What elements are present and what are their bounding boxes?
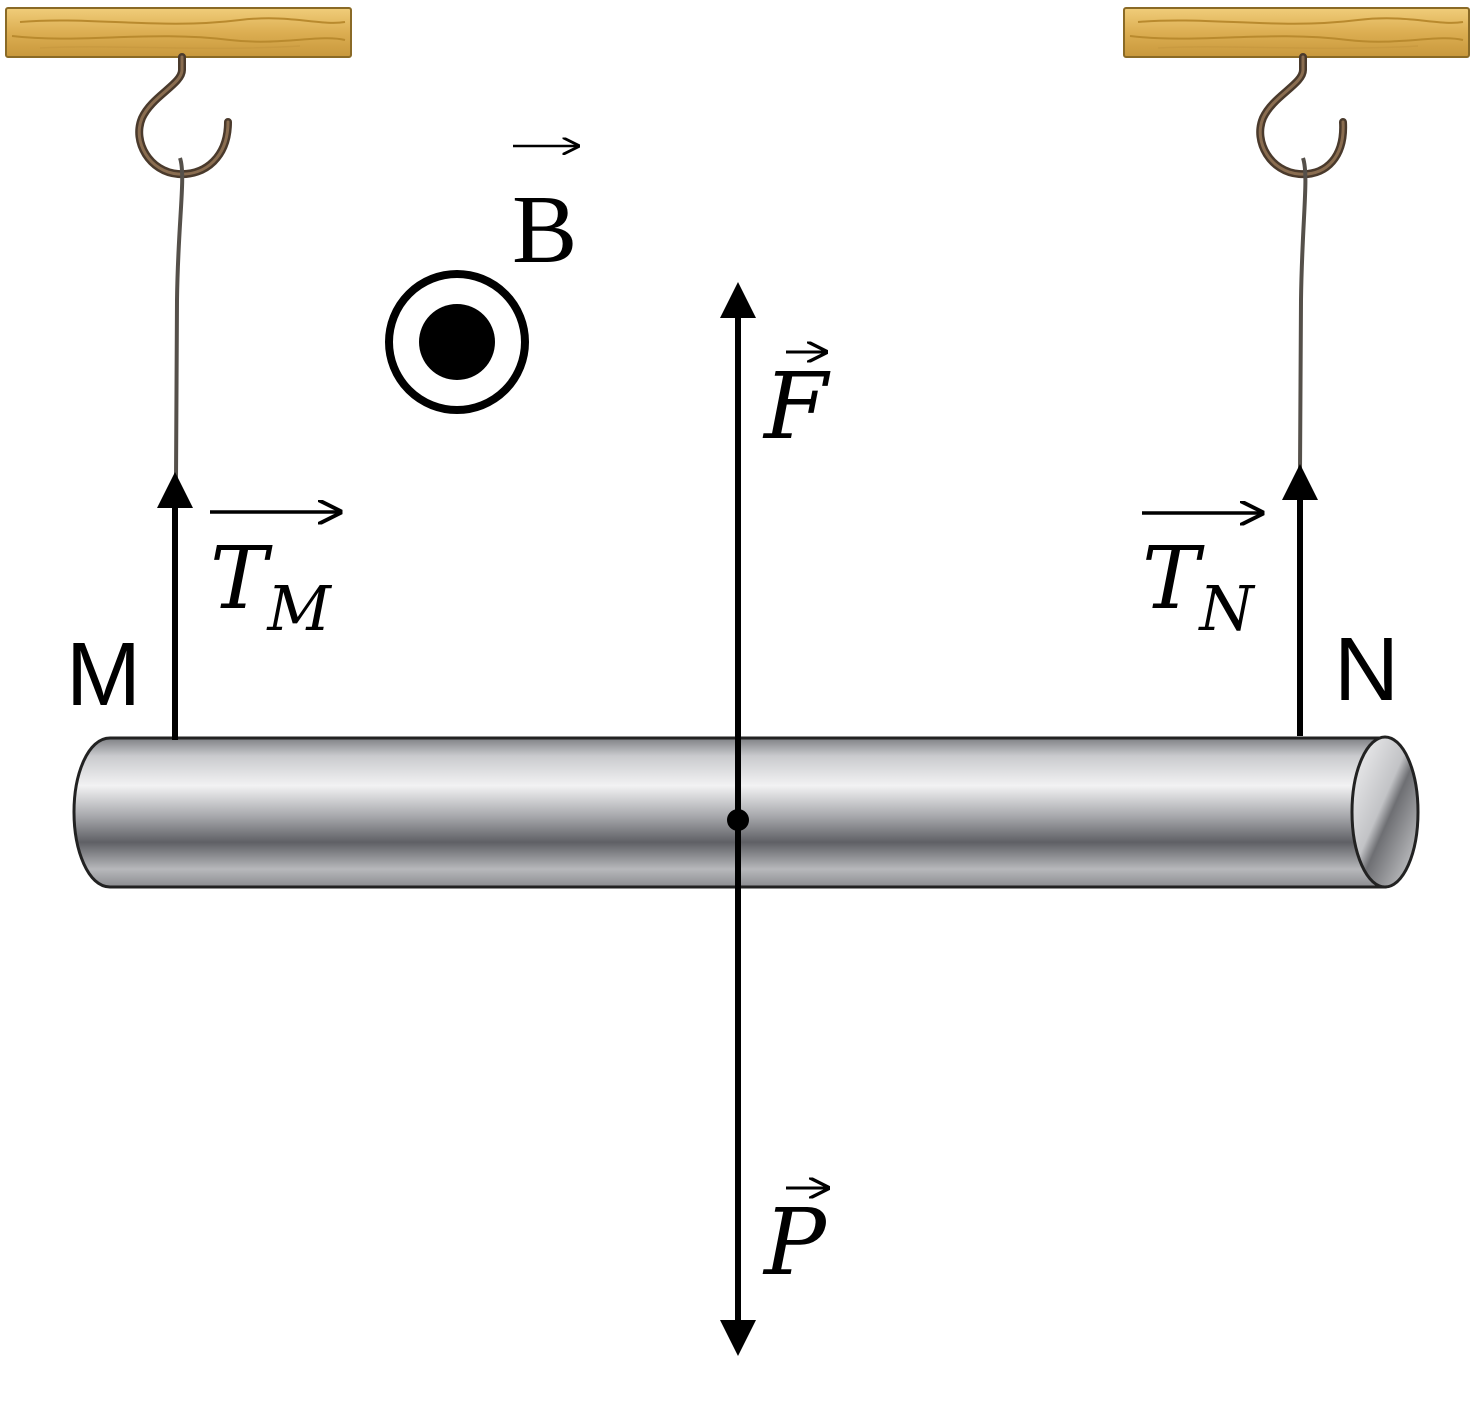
out-of-page-dot-icon <box>385 270 529 414</box>
tension-n-label: TN <box>1142 529 1256 645</box>
left-ceiling-support <box>5 7 352 58</box>
tension-m-label: TM <box>210 529 332 645</box>
center-of-mass-dot <box>727 809 749 831</box>
left-hook-icon <box>135 53 232 179</box>
field-label: B <box>512 176 577 284</box>
metal-rod <box>72 735 1420 889</box>
right-hook-icon <box>1256 53 1348 179</box>
left-string <box>174 157 185 481</box>
right-ceiling-support <box>1123 7 1470 58</box>
force-f-label: F <box>762 353 831 460</box>
point-m-label: M <box>66 625 141 725</box>
point-n-label: N <box>1334 620 1399 720</box>
weight-p-label: P <box>762 1189 828 1296</box>
right-string <box>1298 157 1308 473</box>
